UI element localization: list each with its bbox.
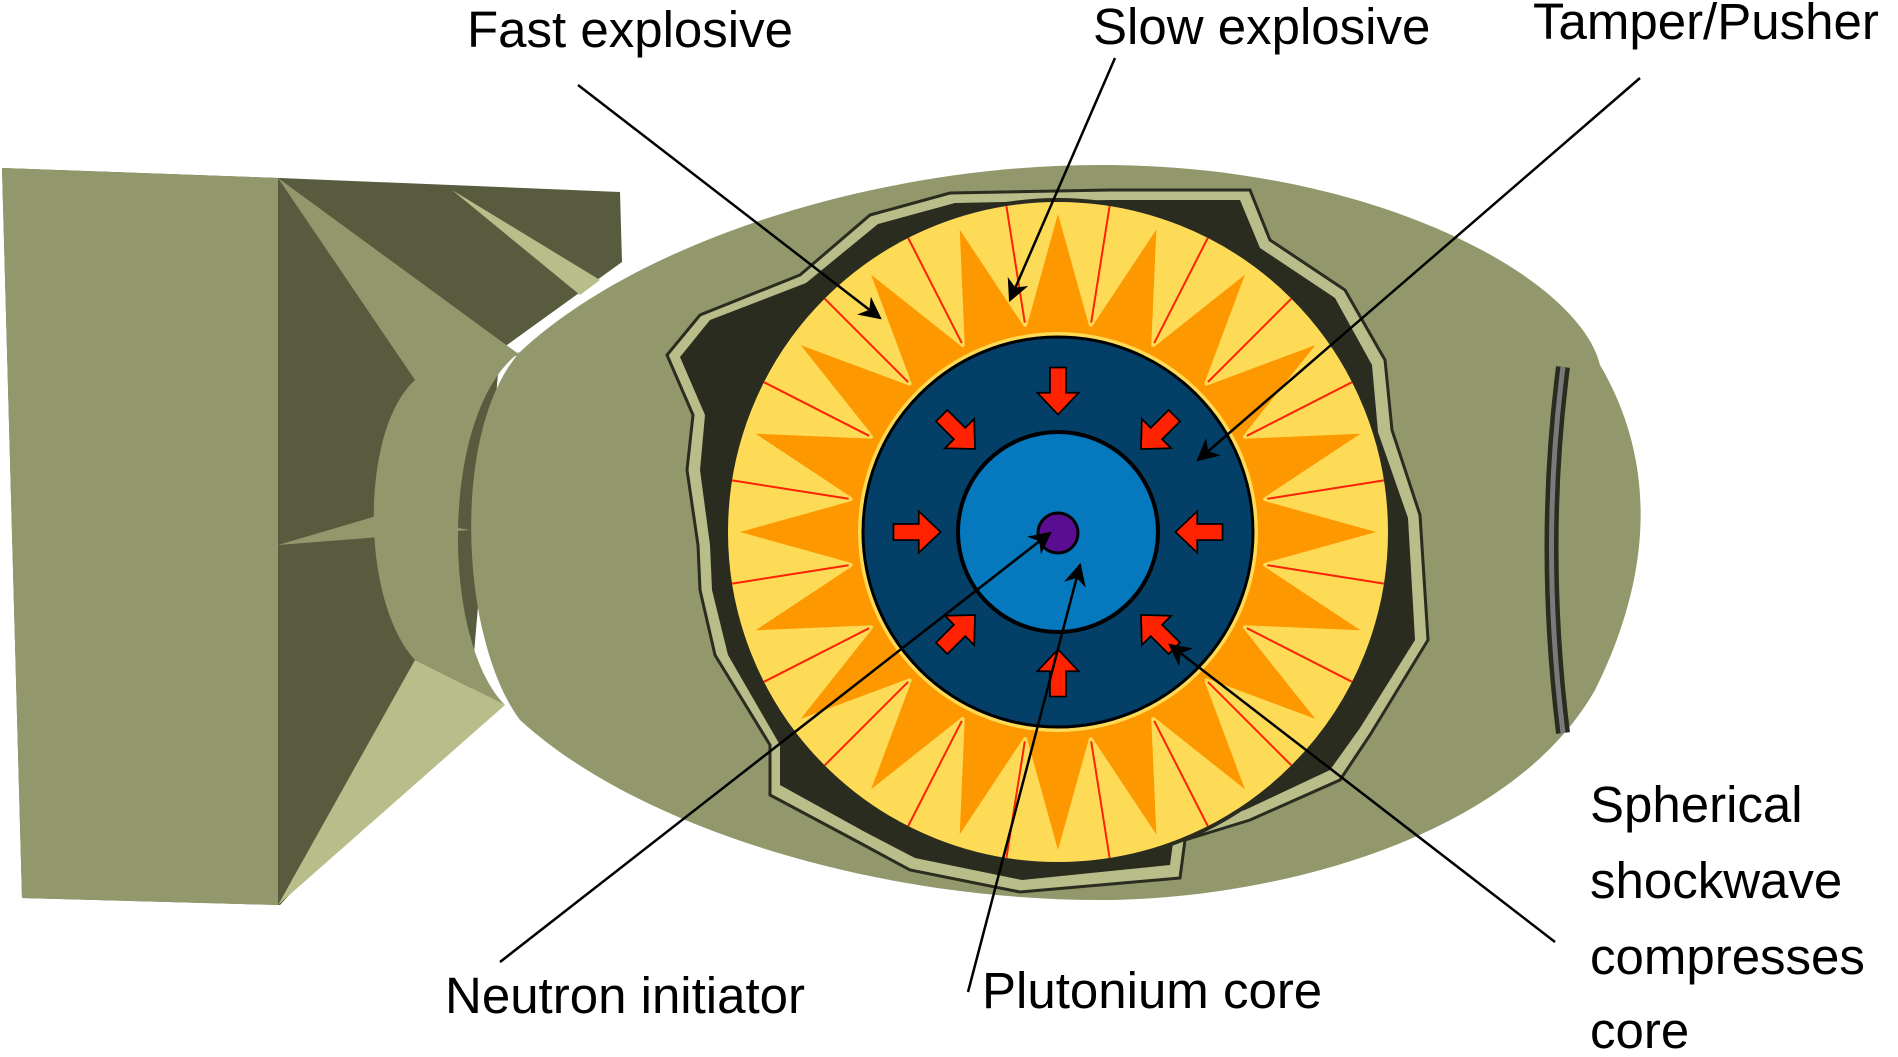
implosion-arrow [892,509,942,555]
tail-fin-front-panel [2,168,278,905]
implosion-arrow [934,408,976,450]
tail-fin-upper-light [452,190,600,295]
lens-divider-line [731,479,849,500]
implosion-arrow [1035,648,1081,698]
implosion-arrow [1174,509,1224,555]
lens-divider-line [1267,564,1385,585]
lens-divider-line [1207,297,1293,383]
neutron-initiator [1036,511,1080,555]
label-shockwave-line-2: shockwave [1590,852,1842,909]
implosion-arrows [892,366,1224,698]
lens-divider-line [731,564,849,585]
label-fast-explosive: Fast explosive [467,1,793,58]
implosion-arrow [934,614,976,656]
tail-fin-lower [278,660,505,905]
lens-divider-line [1246,381,1353,437]
label-slow-explosive: Slow explosive [1093,0,1430,55]
label-tamper-pusher: Tamper/Pusher [1533,0,1879,50]
lens-divider-line [823,681,909,767]
lens-divider-line [907,720,963,827]
lens-divider-line [763,627,870,683]
leader-shockwave [1168,643,1556,943]
lens-divider-line [1090,205,1111,323]
implosion-arrow [1035,366,1081,416]
leader-tamper-pusher [1196,77,1641,462]
lens-divider-line [907,237,963,344]
label-plutonium-core: Plutonium core [982,962,1322,1019]
lens-divider-line [823,297,909,383]
label-neutron-initiator: Neutron initiator [445,967,805,1024]
lens-divider-line [1207,681,1293,767]
lens-divider-line [1267,479,1385,500]
lens-divider-line [1090,741,1111,859]
label-shockwave-line-1: Spherical [1590,776,1803,833]
tail-fin-upper [278,178,520,380]
label-shockwave-line-4: core [1590,1002,1689,1052]
lens-divider-line [1005,205,1026,323]
label-shockwave-line-3: compresses [1590,928,1865,985]
lens-divider-line [1246,627,1353,683]
lens-divider-line [1153,720,1209,827]
implosion-arrow [1140,408,1182,450]
leader-plutonium-core [966,562,1086,993]
leader-slow-explosive [1007,57,1117,303]
leader-lines [499,57,1641,993]
lens-divider-line [1153,237,1209,344]
tail-cone [373,352,520,705]
lens-divider-line [763,381,870,437]
leader-fast-explosive [577,84,882,320]
leader-neutron-initiator [499,531,1052,963]
